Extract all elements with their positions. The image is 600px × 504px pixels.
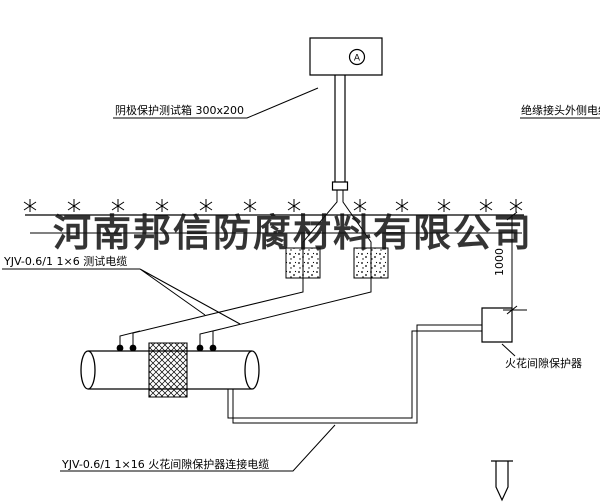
meter-letter: A [354, 54, 361, 64]
ground-rod-icon [491, 461, 513, 500]
leader-protector [502, 344, 515, 356]
weld-dot [196, 344, 204, 352]
weld-dot [116, 344, 124, 352]
leader-protector-cable [60, 425, 335, 471]
leader-test-box [113, 88, 318, 118]
pipe-coupling [149, 343, 187, 397]
ground-hatch-icon [395, 198, 409, 213]
label-protector-cable: YJV-0.6/1 1×16 火花间隙保护器连接电缆 [61, 457, 269, 471]
pipe-end-left [81, 351, 95, 389]
label-test-cable: YJV-0.6/1 1×6 测试电缆 [3, 255, 127, 268]
label-insulated-joint-cable: 绝缘接头外侧电缆 [521, 103, 600, 117]
pipe-end-right [245, 351, 259, 389]
riser-conduit [333, 75, 348, 190]
conduit-joint [333, 182, 348, 190]
pipeline [81, 343, 259, 397]
dimension-text: 1000 [493, 248, 506, 276]
label-test-box: 阴极保护测试箱 300x200 [115, 103, 244, 117]
ground-hatch-icon [509, 198, 523, 213]
protector-cables [228, 325, 482, 423]
watermark-text: 河南邦信防腐材料有限公司 [53, 213, 533, 255]
ground-hatch-icon [199, 198, 213, 213]
ground-hatch-icon [67, 198, 81, 213]
ground-hatch-icon [23, 198, 37, 213]
weld-dot [129, 344, 137, 352]
ground-hatch-icon [243, 198, 257, 213]
label-spark-gap-protector: 火花间隙保护器 [505, 356, 582, 370]
ground-hatch-icon [353, 198, 367, 213]
riser-cables [303, 190, 371, 248]
test-cables [120, 278, 371, 345]
meter-symbol-icon [350, 50, 365, 65]
ground-hatch-icon [111, 198, 125, 213]
test-box-outline [310, 38, 382, 75]
leader-lines [2, 88, 600, 471]
leader-test-cable [2, 269, 240, 324]
watermark: 河南邦信防腐材料有限公司 [30, 213, 533, 255]
ground-hatch-icon [479, 198, 493, 213]
test-box [310, 38, 382, 75]
dimension-1000 [503, 212, 527, 314]
ground-hatch-icon [155, 198, 169, 213]
ground-hatch-icon [437, 198, 451, 213]
thermite-welds [116, 344, 217, 352]
ground-hatching [23, 198, 523, 213]
concrete-blocks [286, 248, 388, 278]
ground-hatch-icon [287, 198, 301, 213]
weld-dot [209, 344, 217, 352]
